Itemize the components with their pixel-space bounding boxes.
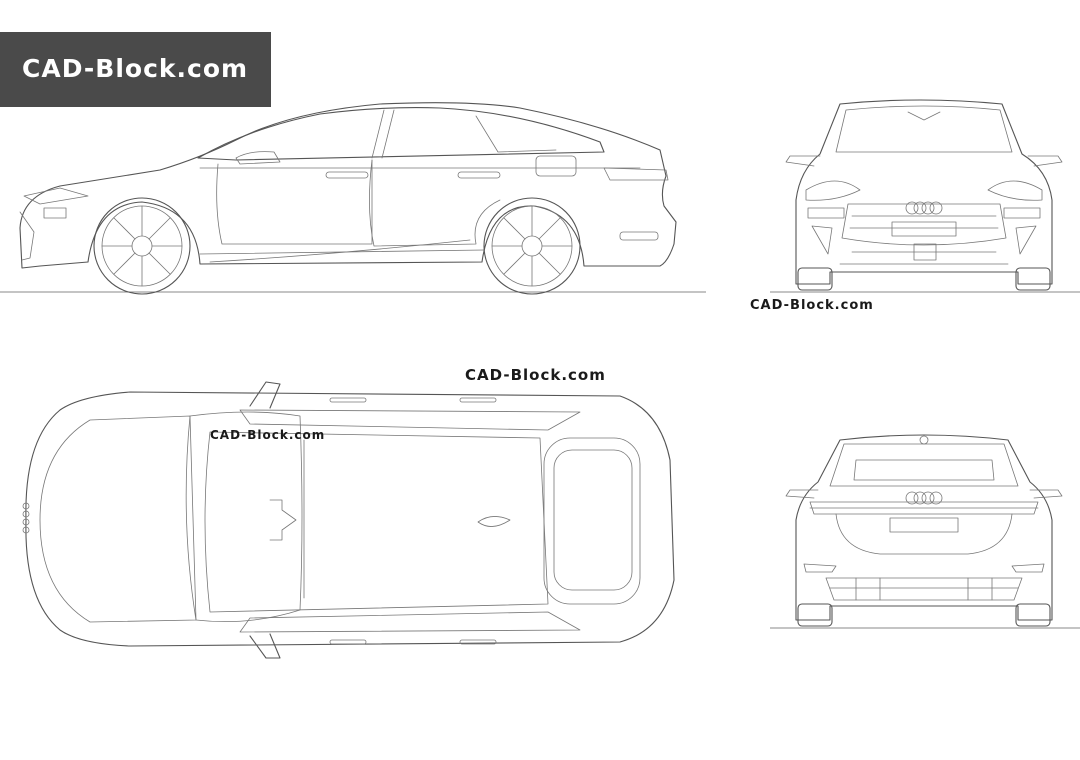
top-rear-window	[553, 449, 633, 591]
front-grille	[841, 203, 1007, 246]
side-rear-wheel	[483, 197, 581, 295]
rear-light-bar	[809, 501, 1039, 515]
top-view	[22, 381, 675, 659]
front-body-outline	[795, 99, 1053, 285]
rear-view	[770, 434, 1080, 629]
watermark-top-view: CAD-Block.com	[465, 366, 606, 384]
front-windshield	[835, 105, 1013, 153]
watermark-front-view: CAD-Block.com	[750, 298, 874, 313]
top-body-outline	[25, 391, 675, 647]
watermark-top-view-inner: CAD-Block.com	[210, 428, 326, 442]
side-body-outline	[19, 102, 677, 269]
top-roof	[204, 431, 549, 613]
side-front-wheel	[93, 197, 191, 295]
brand-logo-text: CAD-Block.com	[22, 54, 249, 83]
rear-window	[853, 459, 995, 481]
brand-logo-box: CAD-Block.com	[0, 32, 271, 107]
side-greenhouse	[197, 107, 605, 161]
rear-diffuser	[825, 577, 1023, 601]
side-view	[0, 102, 706, 295]
top-windshield	[185, 411, 303, 623]
rear-body-outline	[795, 434, 1053, 621]
front-view	[770, 99, 1080, 293]
